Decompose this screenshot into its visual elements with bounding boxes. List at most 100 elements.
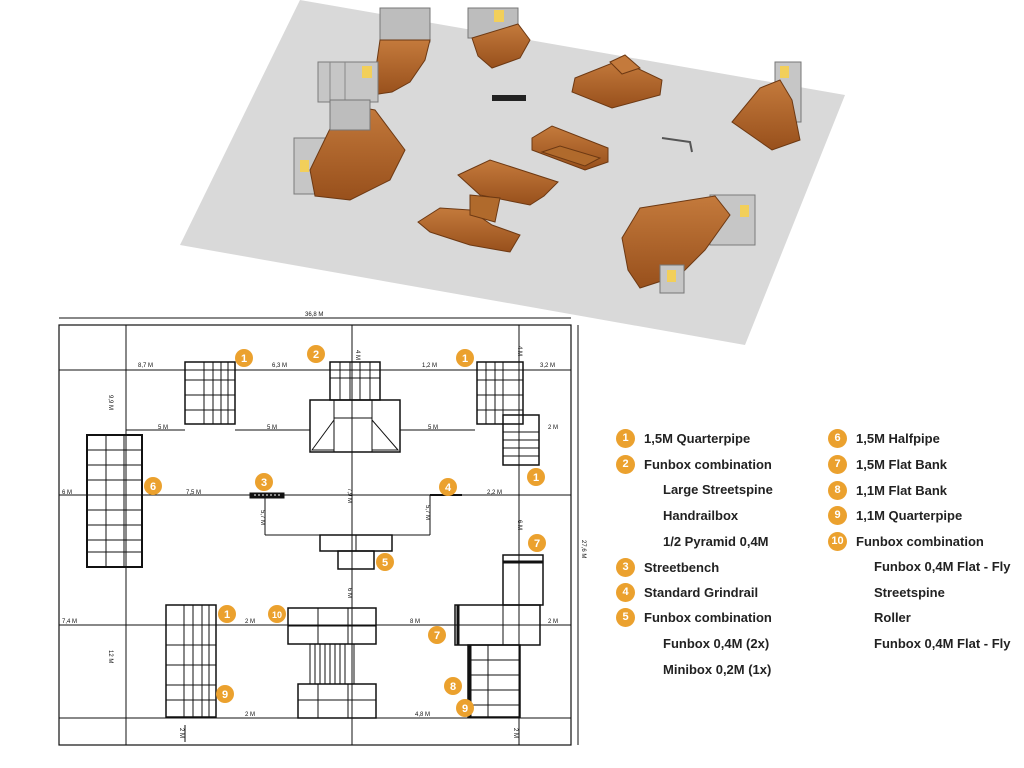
- plan-marker-5: [376, 553, 394, 571]
- legend-item-2: 2 Funbox combination: [616, 454, 772, 474]
- legend-item-3: 3 Streetbench: [616, 557, 719, 577]
- legend-badge: 9: [828, 505, 847, 525]
- plan-flatbank-7a: [502, 554, 544, 606]
- plan-quarterpipe-1b: [476, 361, 540, 466]
- legend-sub: Funbox 0,4M Flat - Fly: [874, 559, 1011, 574]
- legend-sub: 1/2 Pyramid 0,4M: [663, 534, 769, 549]
- dim-label: 5,7 M: [424, 505, 430, 520]
- legend-label: Funbox combination: [856, 533, 984, 549]
- legend-label: 1,5M Quarterpipe: [644, 430, 751, 446]
- plan-marker-label: 3: [261, 477, 267, 489]
- legend-item-7: 7 1,5M Flat Bank: [828, 454, 947, 474]
- legend-sub: Funbox 0,4M (2x): [663, 636, 770, 651]
- plan-marker-label: 5: [382, 557, 388, 569]
- legend-badge: 6: [828, 428, 847, 448]
- render-grindrail: [661, 137, 693, 153]
- plan-funbox-10: [287, 607, 377, 719]
- dim-label: 5 M: [158, 425, 168, 431]
- legend-item-10: 10 Funbox combination: [828, 531, 984, 551]
- dim-label: 9,9 M: [107, 395, 113, 410]
- render-halfpipe-left: [293, 99, 406, 201]
- render-bank-complex: [621, 194, 756, 294]
- dim-label: 7,9 M: [346, 488, 352, 503]
- plan-2d: 36,8 M 27,6 M 8,7 M 6,3 M 4 M 1,2 M 3,2 …: [58, 312, 586, 746]
- legend-label: Funbox combination: [644, 456, 772, 472]
- render-funbox-center: [531, 125, 609, 171]
- render-quarterpipe-right: [731, 61, 802, 151]
- legend-badge: 2: [616, 454, 635, 474]
- plan-marker-label: 6: [150, 481, 156, 493]
- dim-label: 2 M: [512, 728, 518, 738]
- legend-sub: Roller: [874, 610, 911, 625]
- plan-marker-10: [268, 605, 286, 623]
- plan-marker-1: [235, 349, 253, 367]
- legend-sub: Handrailbox: [663, 508, 739, 523]
- plan-marker-2: [307, 345, 325, 363]
- legend-item-1: 1 1,5M Quarterpipe: [616, 428, 750, 448]
- plan-frame: [58, 324, 572, 746]
- plan-marker-1: [218, 605, 236, 623]
- legend-label: 1,5M Halfpipe: [856, 430, 940, 446]
- plan-marker-label: 1: [241, 353, 247, 365]
- legend-sub: Minibox 0,2M (1x): [663, 662, 772, 677]
- legend-badge: 8: [828, 480, 847, 500]
- dim-label: 2 M: [548, 425, 558, 431]
- dim-label: 8,7 M: [138, 363, 153, 369]
- dim-label: 6 M: [62, 490, 72, 496]
- dim-label: 5,7 M: [259, 510, 265, 525]
- dim-label: 2 M: [245, 619, 255, 625]
- plan-halfpipe-6: [86, 434, 143, 568]
- dim-label: 7,5 M: [186, 490, 201, 496]
- plan-marker-label: 9: [222, 689, 228, 701]
- plan-marker-9: [216, 685, 234, 703]
- plan-funbox-5: [319, 534, 393, 570]
- dim-label: 12 M: [107, 650, 113, 663]
- plan-marker-4: [439, 478, 457, 496]
- legend-badge: 10: [828, 531, 847, 551]
- legend-sub: Large Streetspine: [663, 482, 773, 497]
- plan-marker-3: [255, 473, 273, 491]
- legend-sub: Streetspine: [874, 585, 945, 600]
- plan-marker-label: 1: [224, 609, 230, 621]
- dim-label: 6 M: [346, 588, 352, 598]
- legend-badge: 5: [616, 607, 635, 627]
- plan-marker-label: 1: [533, 472, 539, 484]
- render-funbox-top: [467, 7, 531, 69]
- dim-label: 4,8 M: [415, 712, 430, 718]
- legend-label: Standard Grindrail: [644, 584, 759, 600]
- legend-label: 1,1M Quarterpipe: [856, 507, 963, 523]
- render-funbox-bottom: [417, 159, 559, 253]
- render-pyramid: [571, 54, 663, 109]
- plan-marker-label: 10: [272, 610, 282, 620]
- plan-quarterpipe-1c: [165, 604, 217, 718]
- dim-label: 2 M: [245, 712, 255, 718]
- render-streetbench: [492, 95, 526, 101]
- plan-marker-label: 8: [450, 681, 456, 693]
- legend-item-8: 8 1,1M Flat Bank: [828, 480, 947, 500]
- legend-item-4: 4 Standard Grindrail: [616, 582, 758, 602]
- legend-badge: 3: [616, 557, 635, 577]
- dim-label: 7,4 M: [62, 619, 77, 625]
- legend-sub: Funbox 0,4M Flat - Fly: [874, 636, 1011, 651]
- render-3d: [180, 0, 845, 345]
- dim-label: 6 M: [516, 520, 522, 530]
- plan-marker-7: [528, 534, 546, 552]
- dim-total-width: 36,8 M: [305, 312, 323, 318]
- dim-label: 1,2 M: [422, 363, 437, 369]
- dim-label: 2,2 M: [487, 490, 502, 496]
- plan-marker-1: [456, 349, 474, 367]
- legend-label: Funbox combination: [644, 609, 772, 625]
- plan-marker-label: 2: [313, 349, 319, 361]
- legend-badge: 4: [616, 582, 635, 602]
- plan-marker-label: 9: [462, 703, 468, 715]
- dim-label: 3,2 M: [540, 363, 555, 369]
- plan-marker-6: [144, 477, 162, 495]
- dim-label: 4 M: [516, 346, 522, 356]
- dim-label: 8 M: [410, 619, 420, 625]
- dim-total-height: 27,6 M: [580, 540, 586, 558]
- dim-label: 4 M: [354, 350, 360, 360]
- legend-item-6: 6 1,5M Halfpipe: [828, 428, 940, 448]
- dim-label: 5 M: [428, 425, 438, 431]
